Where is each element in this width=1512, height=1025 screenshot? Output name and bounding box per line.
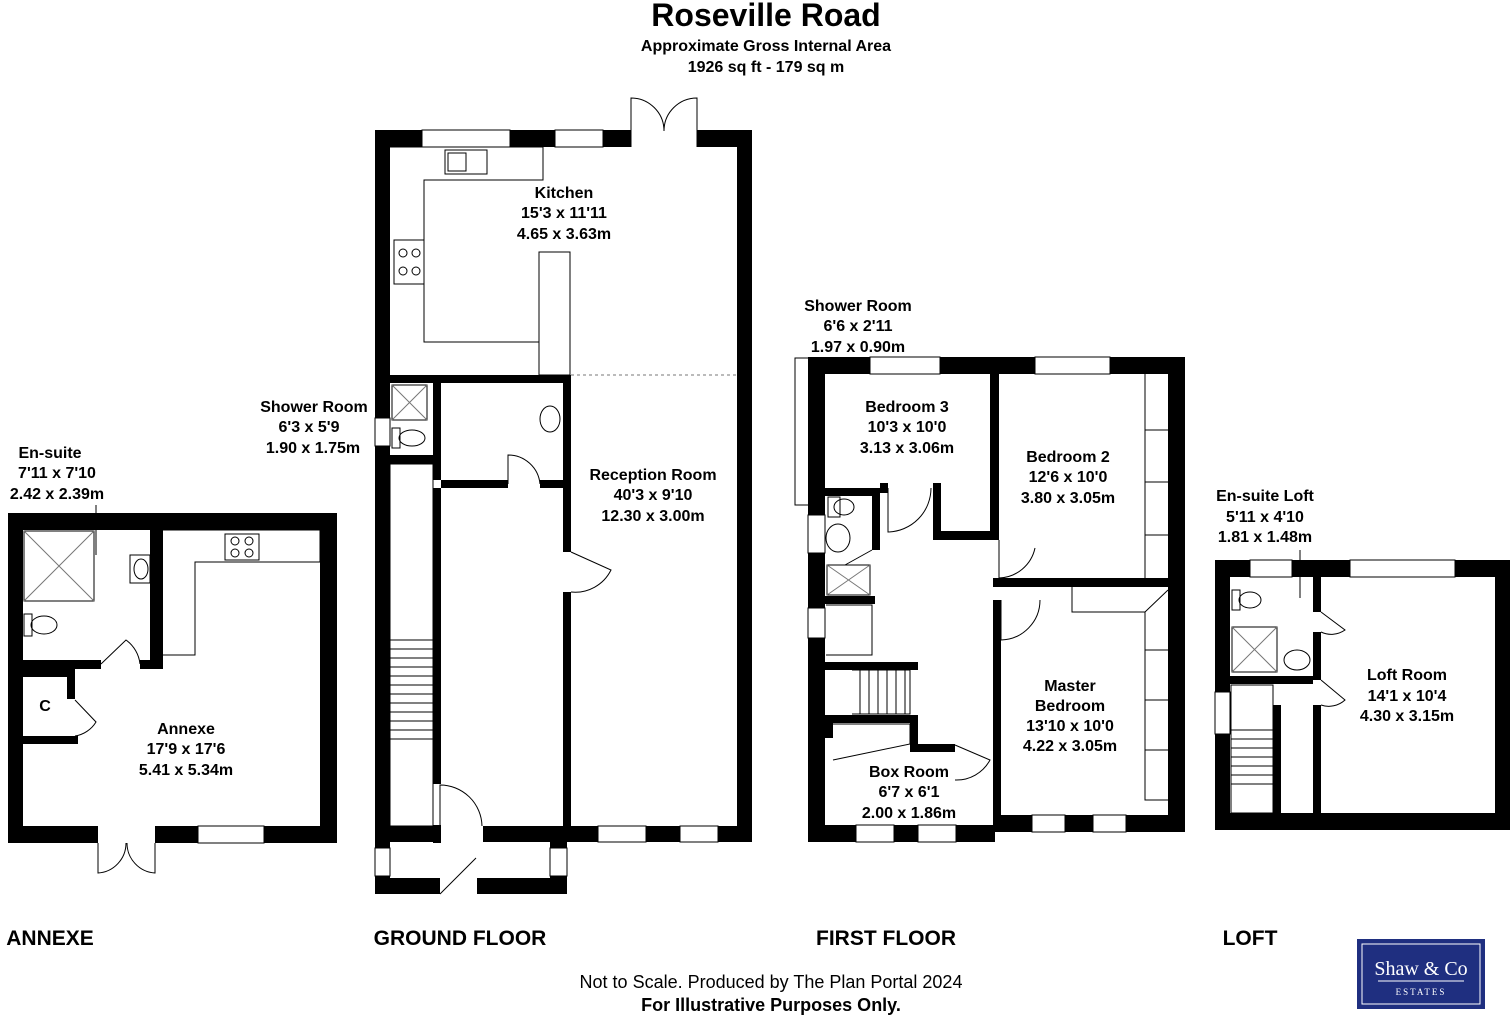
reception-name: Reception Room [589, 467, 716, 484]
shower-first-name: Shower Room [804, 298, 912, 315]
floor-label-first: FIRST FLOOR [816, 927, 956, 950]
reception-imperial: 40'3 x 9'10 [614, 487, 693, 504]
ground-floor [374, 97, 752, 895]
first-floor [794, 356, 1185, 843]
cupboard-label: C [39, 698, 51, 715]
ensuite-loft-name: En-suite Loft [1216, 488, 1314, 505]
ensuite-imperial: 7'11 x 7'10 [18, 465, 96, 482]
kitchen-name: Kitchen [535, 185, 594, 202]
bedroom2-metric: 3.80 x 3.05m [1021, 490, 1115, 507]
logo-name: Shaw & Co [1374, 958, 1467, 980]
boxroom-metric: 2.00 x 1.86m [862, 805, 956, 822]
master-name-2: Bedroom [1035, 698, 1105, 715]
loftroom-metric: 4.30 x 3.15m [1360, 708, 1454, 725]
bedroom2-name: Bedroom 2 [1026, 449, 1110, 466]
master-name-1: Master [1044, 678, 1096, 695]
shower-first-imperial: 6'6 x 2'11 [823, 318, 892, 335]
annexe-floor [8, 505, 337, 874]
master-imperial: 13'10 x 10'0 [1026, 718, 1114, 735]
master-metric: 4.22 x 3.05m [1023, 738, 1117, 755]
footer-line-2: For Illustrative Purposes Only. [641, 995, 901, 1015]
floor-label-loft: LOFT [1223, 927, 1278, 950]
logo-tagline: ESTATES [1396, 987, 1447, 997]
ensuite-loft-metric: 1.81 x 1.48m [1218, 529, 1312, 546]
area-label: Approximate Gross Internal Area [641, 38, 891, 55]
plan-title: Roseville Road [651, 0, 880, 33]
shower-first-metric: 1.97 x 0.90m [811, 339, 905, 356]
boxroom-name: Box Room [869, 764, 949, 781]
shower-ground-metric: 1.90 x 1.75m [266, 440, 360, 457]
floor-label-annexe: ANNEXE [6, 927, 94, 950]
annexe-name: Annexe [157, 721, 215, 738]
loftroom-imperial: 14'1 x 10'4 [1368, 688, 1447, 705]
kitchen-metric: 4.65 x 3.63m [517, 226, 611, 243]
loft-floor [1214, 550, 1510, 830]
bedroom3-metric: 3.13 x 3.06m [860, 440, 954, 457]
agency-logo: Shaw & Co ESTATES [1357, 939, 1485, 1009]
ensuite-loft-imperial: 5'11 x 4'10 [1226, 509, 1304, 526]
shower-ground-imperial: 6'3 x 5'9 [279, 419, 340, 436]
annexe-metric: 5.41 x 5.34m [139, 762, 233, 779]
loftroom-name: Loft Room [1367, 667, 1447, 684]
bedroom2-imperial: 12'6 x 10'0 [1029, 469, 1108, 486]
area-value: 1926 sq ft - 179 sq m [688, 59, 845, 76]
boxroom-imperial: 6'7 x 6'1 [879, 784, 940, 801]
floor-label-ground: GROUND FLOOR [374, 927, 547, 950]
shower-ground-name: Shower Room [260, 399, 368, 416]
reception-metric: 12.30 x 3.00m [601, 508, 704, 525]
annexe-imperial: 17'9 x 17'6 [147, 741, 226, 758]
footer-line-1: Not to Scale. Produced by The Plan Porta… [580, 972, 963, 992]
bedroom3-imperial: 10'3 x 10'0 [868, 419, 947, 436]
bedroom3-name: Bedroom 3 [865, 399, 949, 416]
kitchen-imperial: 15'3 x 11'11 [521, 205, 607, 222]
ensuite-metric: 2.42 x 2.39m [10, 486, 104, 503]
ensuite-name: En-suite [18, 445, 81, 462]
